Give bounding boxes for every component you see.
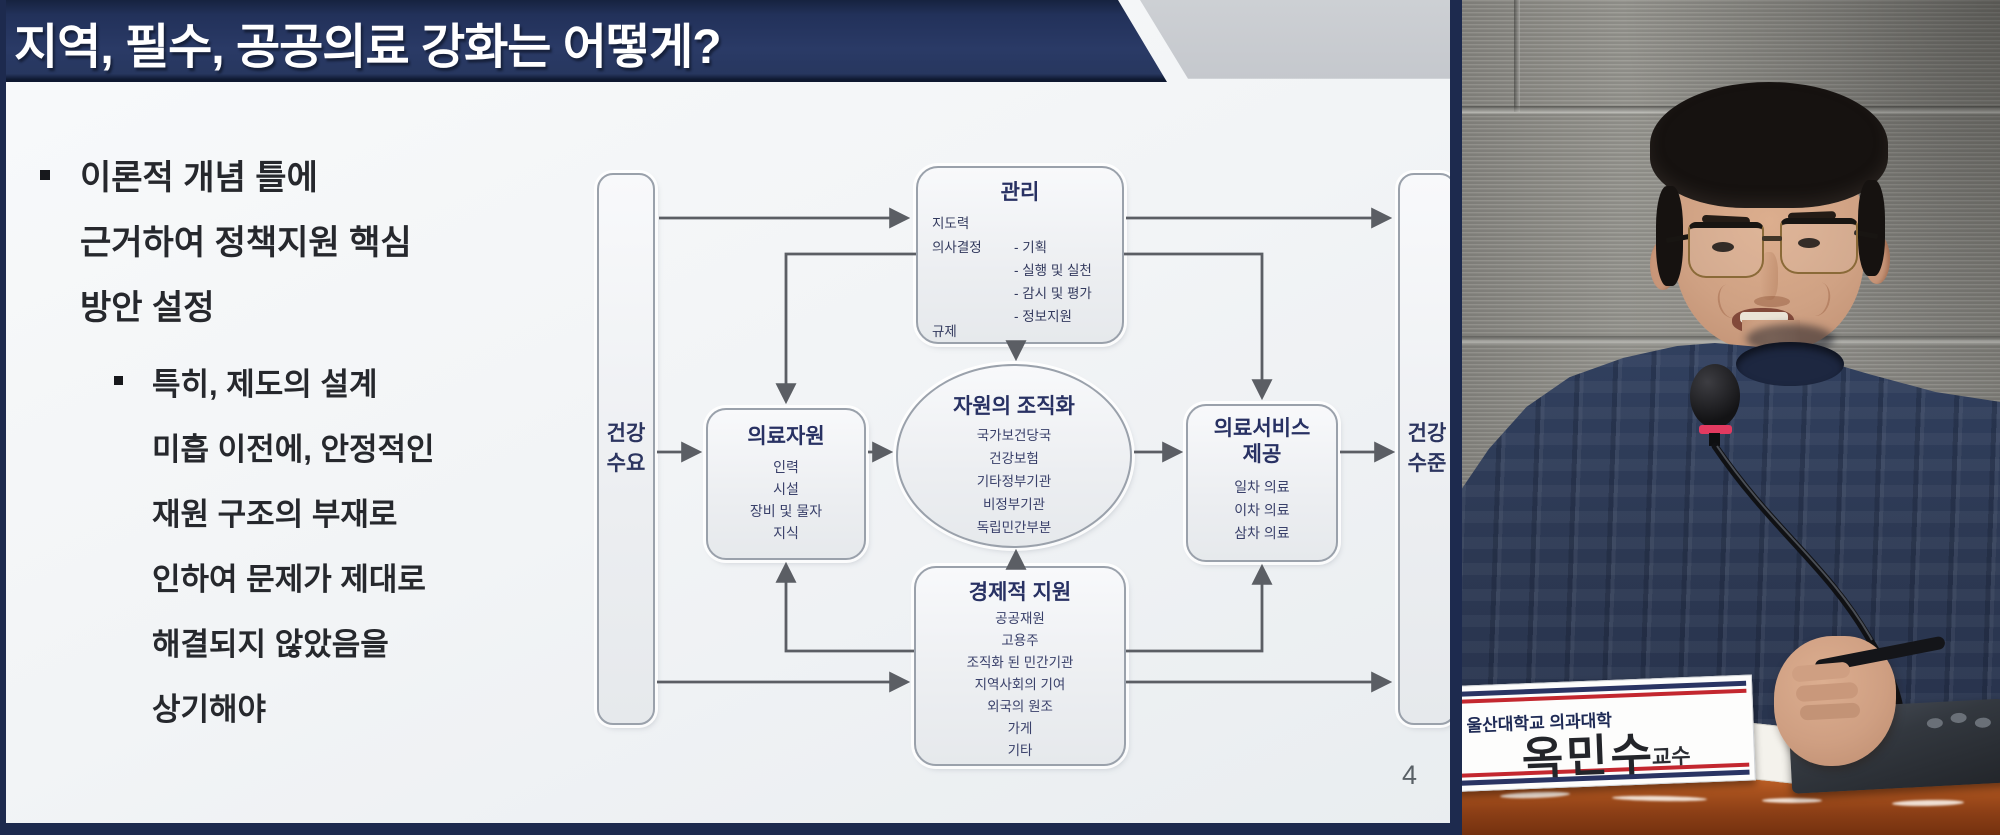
nose-shadow (1760, 252, 1778, 300)
bullet-sub-line: 인하여 문제가 제대로 (152, 562, 426, 597)
plate-role: 교수 (1651, 744, 1691, 770)
microphone-stem (1709, 433, 1720, 446)
management-row: 지도력 (932, 216, 970, 231)
economic-items: 공공재원 고용주 조직화 된 민간기관 지역사회의 기여 외국의 원조 가게 기… (966, 611, 1074, 758)
plate-name: 옥민수 (1520, 728, 1656, 785)
slide-frame-left (0, 0, 6, 835)
organization-title: 자원의 조직화 (953, 395, 1075, 418)
speaker-video-panel: 울산대학교 의과대학 옥민수 교수 (1462, 0, 2000, 835)
bullet-sub-line: 미흡 이전에, 안정적인 (152, 432, 435, 467)
glasses-left-lens (1688, 222, 1764, 278)
glasses-bridge (1762, 236, 1782, 241)
desk-reflection (1499, 790, 1571, 800)
services-title: 의료서비스 제공 (1213, 417, 1311, 466)
health-demand-label: 건강 수요 (606, 422, 646, 475)
diagram-resources-box: 의료자원 인력 시설 장비 및 물자 지식 (706, 408, 866, 560)
desk-reflection (1891, 799, 1965, 807)
slide-title: 지역, 필수, 공공의료 강화는 어떻게? (14, 21, 722, 74)
title-banner-navy (0, 0, 1167, 82)
name-plate: 울산대학교 의과대학 옥민수 교수 (1462, 674, 1756, 792)
microphone-ring (1699, 425, 1732, 434)
bullet-square (40, 170, 50, 180)
diagram-health-level-bar: 건강 수준 (1398, 173, 1456, 725)
slide-frame-right (1450, 0, 1462, 835)
economic-title: 경제적 지원 (968, 581, 1072, 604)
desk-reflection (1611, 795, 1708, 802)
eye (1798, 238, 1820, 248)
glasses-right-lens (1780, 218, 1858, 274)
bullet-main-line: 근거하여 정책지원 핵심 (80, 224, 412, 262)
management-title: 관리 (1000, 181, 1040, 204)
title-banner: 지역, 필수, 공공의료 강화는 어떻게? (0, 0, 1450, 82)
management-row: 규제 (932, 324, 957, 339)
management-row: 의사결정 (932, 240, 982, 255)
title-banner-gray-band (1140, 0, 1450, 79)
bullet-sub: 특히, 제도의 설계 미흡 이전에, 안정적인 재원 구조의 부재로 인하여 문… (152, 352, 435, 742)
bullet-sub-line: 해결되지 않았음을 (152, 627, 389, 662)
sweater-collar (1736, 342, 1844, 386)
bullet-main: 이론적 개념 틀에 근거하여 정책지원 핵심 방안 설정 (80, 146, 412, 341)
resources-title: 의료자원 (747, 425, 825, 448)
base-button (1926, 717, 1944, 729)
slide-panel: 지역, 필수, 공공의료 강화는 어떻게? 이론적 개념 틀에 근거하여 정책지… (0, 0, 1462, 835)
diagram-health-demand-bar: 건강 수요 (597, 173, 655, 725)
teeth (1740, 312, 1788, 323)
organization-items: 국가보건당국 건강보험 기타정부기관 비정부기관 독립민간부분 (976, 428, 1052, 535)
diagram-economic-box: 경제적 지원 공공재원 고용주 조직화 된 민간기관 지역사회의 기여 외국의 … (914, 566, 1126, 766)
finger (1799, 702, 1861, 721)
eye (1712, 242, 1734, 252)
desk-reflection (1762, 798, 1822, 803)
slide-frame-bottom (0, 823, 1462, 835)
bullet-main-line: 이론적 개념 틀에 (80, 159, 318, 197)
microphone-head (1690, 364, 1740, 428)
management-decision-items: - 기획 - 실행 및 실천 - 감시 및 평가 - 정보지원 (1014, 240, 1092, 324)
hair-sideburn (1858, 180, 1885, 276)
hair (1650, 82, 1888, 208)
base-button (1974, 717, 1992, 729)
diagram-management-box: 관리 지도력 의사결정 - 기획 - 실행 및 실천 - 감시 및 평가 - 정… (916, 166, 1124, 344)
services-items: 일차 의료 이차 의료 삼차 의료 (1234, 479, 1290, 541)
bullet-sub-line: 재원 구조의 부재로 (152, 497, 398, 532)
base-button (1950, 712, 1967, 724)
sub-bullet-square (114, 376, 123, 385)
health-level-label: 건강 수준 (1407, 422, 1447, 475)
page-number: 4 (1402, 760, 1418, 790)
diagram-services-box: 의료서비스 제공 일차 의료 이차 의료 삼차 의료 (1186, 404, 1338, 562)
diagram-organization-ellipse: 자원의 조직화 국가보건당국 건강보험 기타정부기관 비정부기관 독립민간부분 (896, 364, 1132, 548)
resources-items: 인력 시설 장비 및 물자 지식 (749, 459, 823, 541)
nostril-shadow (1754, 296, 1790, 307)
wall-seam (1514, 0, 1520, 112)
bullet-sub-line: 상기해야 (152, 692, 267, 727)
bullet-sub-line: 특히, 제도의 설계 (152, 367, 378, 402)
bullet-main-line: 방안 설정 (80, 289, 215, 327)
